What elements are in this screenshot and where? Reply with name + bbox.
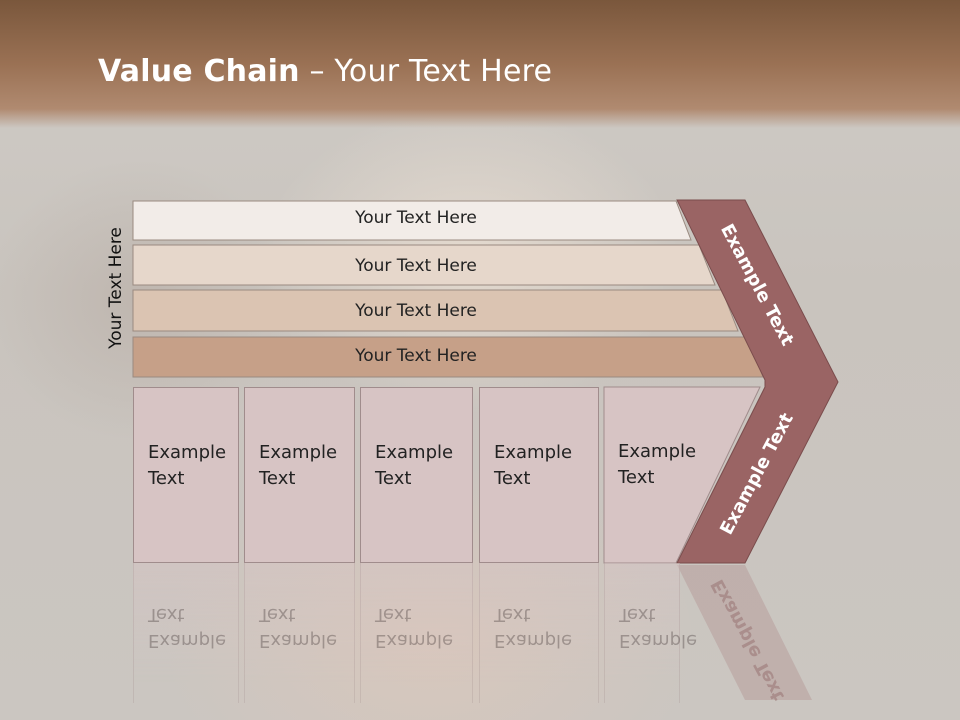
row-shape-2 xyxy=(132,244,716,286)
title-rest: – Your Text Here xyxy=(299,54,553,89)
row-2-label: Your Text Here xyxy=(355,256,477,276)
cell-4: Example Text xyxy=(479,387,599,563)
cell-4-reflection: Example Text xyxy=(479,563,599,703)
cell-5-reflection: Example Text xyxy=(604,563,697,703)
row-1-label: Your Text Here xyxy=(355,208,477,228)
slide-title: Value Chain – Your Text Here xyxy=(98,54,552,89)
cell-3-label: Example Text xyxy=(375,442,454,489)
cell-2-reflection-label: Example Text xyxy=(259,604,338,651)
cell-5-label: Example Text xyxy=(618,441,697,488)
row-shape-3 xyxy=(132,289,739,332)
title-bold: Value Chain xyxy=(98,54,300,89)
cell-3-reflection-label: Example Text xyxy=(375,604,454,651)
cell-4-reflection-label: Example Text xyxy=(494,604,573,651)
cell-2-reflection: Example Text xyxy=(244,563,355,703)
cell-2-label: Example Text xyxy=(259,442,338,489)
chevron-reflection xyxy=(677,565,812,700)
cell-2: Example Text xyxy=(244,387,355,563)
cell-1-reflection-label: Example Text xyxy=(148,604,227,651)
row-4-label: Your Text Here xyxy=(355,346,477,366)
cell-3: Example Text xyxy=(360,387,473,563)
cell-arrow-shape xyxy=(603,386,761,564)
row-shape-1 xyxy=(132,200,692,241)
chevron-shape xyxy=(676,199,839,564)
cell-1-label: Example Text xyxy=(148,442,227,489)
cell-1-reflection: Example Text xyxy=(133,563,239,703)
cell-1: Example Text xyxy=(133,387,239,563)
cell-3-reflection: Example Text xyxy=(360,563,473,703)
title-bar xyxy=(0,0,960,128)
cell-4-label: Example Text xyxy=(494,442,573,489)
row-3-label: Your Text Here xyxy=(355,301,477,321)
